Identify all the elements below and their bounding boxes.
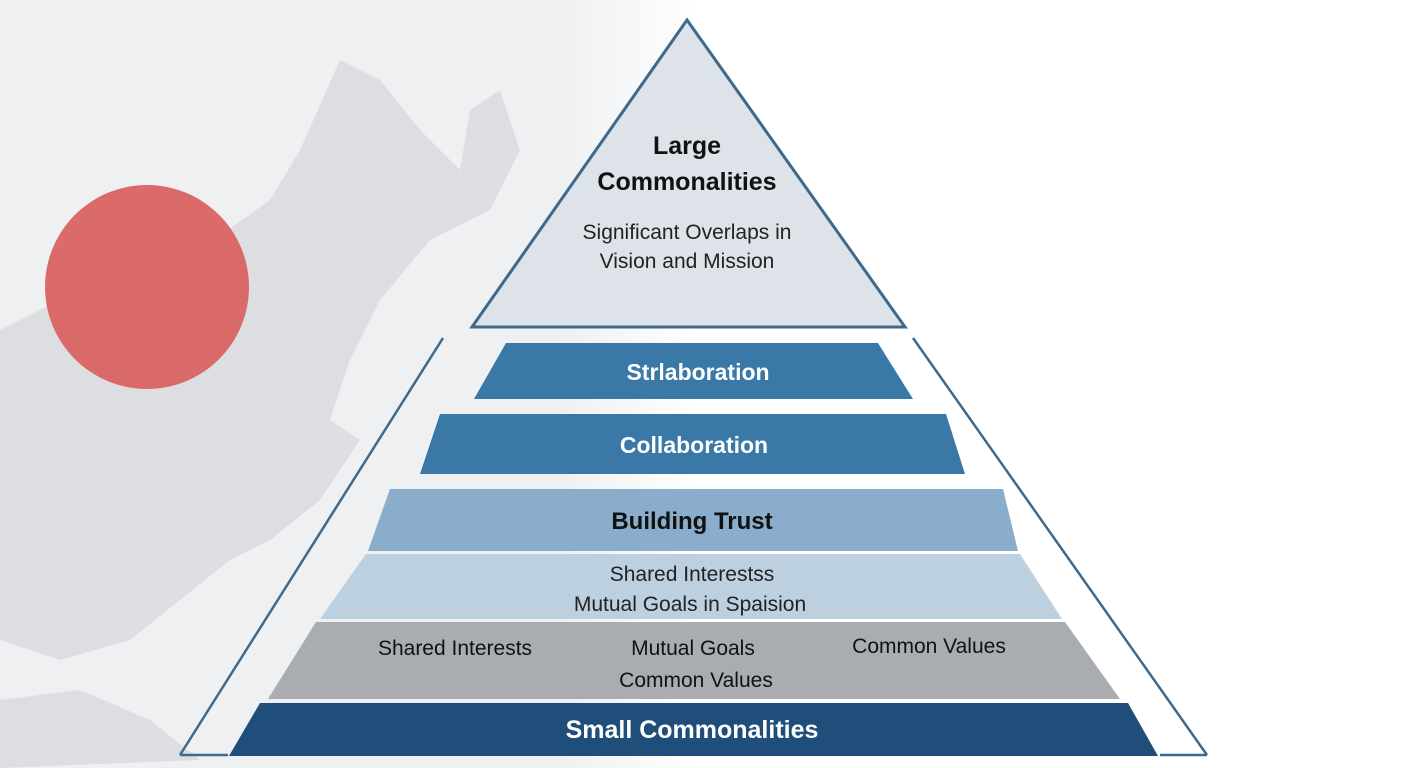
band-shared-interests-line1: Shared Interestss <box>610 563 775 586</box>
map-landmass-south <box>0 690 200 768</box>
band-small-commonalities-label: Small Commonalities <box>566 716 819 744</box>
band-common-values-center-line2: Common Values <box>619 669 773 692</box>
band-collaboration <box>420 414 965 474</box>
band-strlaboration <box>474 343 913 399</box>
band-common-values-right: Common Values <box>852 635 1006 658</box>
band-common-values <box>268 622 1120 699</box>
band-common-values-center-line1: Mutual Goals <box>631 637 755 660</box>
band-building-trust <box>368 489 1018 551</box>
band-strlaboration-label: Strlaboration <box>626 359 769 385</box>
band-shared-interests <box>320 554 1062 619</box>
apex-title-line1: Large <box>653 132 721 160</box>
map-island <box>170 220 330 500</box>
band-common-values-left: Shared Interests <box>378 637 532 660</box>
apex-triangle <box>469 17 908 329</box>
apex-desc-line2: Vision and Mission <box>600 250 775 273</box>
band-shared-interests-line2: Mutual Goals in Spaision <box>574 593 806 616</box>
apex-desc-line1: Significant Overlaps in <box>583 221 792 244</box>
band-collaboration-label: Collaboration <box>620 432 768 458</box>
pyramid-frame <box>178 337 1209 757</box>
band-small-commonalities <box>229 703 1158 756</box>
band-building-trust-label: Building Trust <box>611 508 772 535</box>
red-sun-circle <box>45 185 249 389</box>
apex-title-line2: Commonalities <box>597 168 776 196</box>
